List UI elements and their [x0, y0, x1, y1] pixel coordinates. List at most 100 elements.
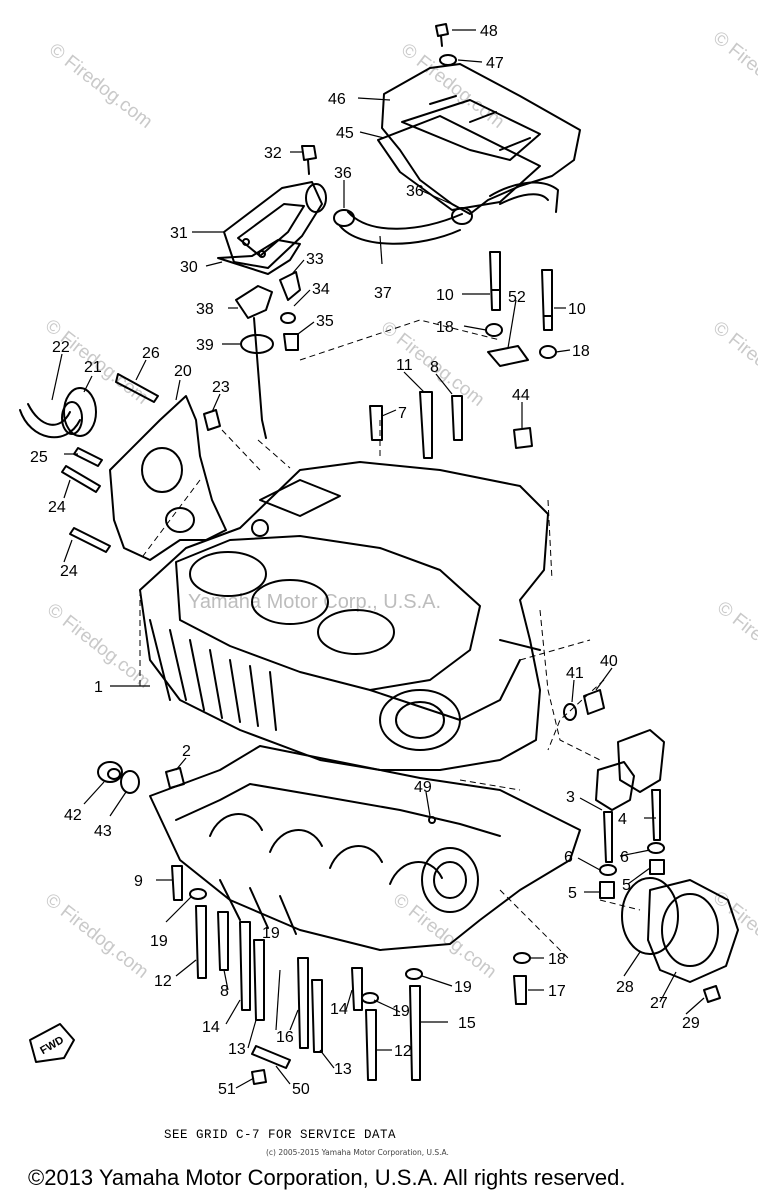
leader-lines: [51, 29, 705, 1089]
washer-47: [439, 54, 457, 66]
callout-19-left: 19: [150, 933, 168, 950]
bolt-48: [435, 23, 449, 47]
bolt-35: [283, 333, 299, 351]
callout-14-left: 14: [202, 1019, 220, 1036]
callout-47: 47: [486, 55, 504, 72]
callout-31: 31: [170, 225, 188, 242]
nut-5-right: [649, 859, 665, 875]
washer-18-left: [485, 323, 503, 337]
bolt-9: [171, 865, 183, 901]
washer-34: [280, 312, 296, 324]
dowel-50: [251, 1045, 291, 1069]
fwd-label: FWD: [38, 1034, 66, 1057]
callout-34: 34: [312, 281, 330, 298]
bolt-26: [115, 373, 159, 403]
callout-43: 43: [94, 823, 112, 840]
callout-37: 37: [374, 285, 392, 302]
callout-41: 41: [566, 665, 584, 682]
callout-46: 46: [328, 91, 346, 108]
callout-8-bottom: 8: [220, 983, 229, 1000]
bolt-12-right: [365, 1009, 377, 1081]
callouts: 48 47 46 45 32 36 36 31 30 33 34 35 37 1…: [30, 23, 700, 1098]
fwd-arrow: [29, 1023, 75, 1063]
callout-9: 9: [134, 873, 143, 890]
callout-52: 52: [508, 289, 526, 306]
callout-18-bottom: 18: [548, 951, 566, 968]
callout-28: 28: [616, 979, 634, 996]
bolt-8-bottom: [217, 911, 229, 971]
callout-21: 21: [84, 359, 102, 376]
callout-2: 2: [182, 743, 191, 760]
cover-27: [647, 879, 739, 983]
callout-6-right: 6: [620, 849, 629, 866]
guide-lines: [139, 319, 641, 961]
lower-crankcase: [149, 745, 581, 951]
callout-5-left: 5: [568, 885, 577, 902]
callout-13-right: 13: [334, 1061, 352, 1078]
bolt-16: [297, 957, 309, 1049]
stud-10-left: [489, 251, 501, 311]
callout-15: 15: [458, 1015, 476, 1032]
callout-48: 48: [480, 23, 498, 40]
washer-6-right: [647, 842, 665, 854]
watermark-low-left: © Firedog.com: [41, 889, 152, 982]
watermark-mid-right: © Firedog.com: [709, 317, 758, 410]
bolt-29: [703, 985, 721, 1003]
washer-6-left: [599, 864, 617, 876]
callout-10-right: 10: [568, 301, 586, 318]
callout-26: 26: [142, 345, 160, 362]
watermark-top-left: © Firedog.com: [45, 39, 156, 132]
bolt-24-lower: [69, 527, 111, 553]
callout-5-right: 5: [622, 877, 631, 894]
washer-18-bottom: [513, 952, 531, 964]
watermark-right: © Firedog.com: [713, 597, 758, 690]
callout-42: 42: [64, 807, 82, 824]
callout-17: 17: [548, 983, 566, 1000]
callout-36-right: 36: [406, 183, 424, 200]
stud-3: [603, 811, 613, 863]
dowel-23: [203, 409, 221, 431]
washer-19-right: [405, 968, 423, 980]
watermark-low-center: © Firedog.com: [389, 889, 500, 982]
washer-19-left: [189, 888, 207, 900]
bearing-21: [61, 387, 97, 437]
callout-23: 23: [212, 379, 230, 396]
callout-30: 30: [180, 259, 198, 276]
bolt-24-upper: [61, 465, 101, 493]
clip-33: [279, 271, 301, 301]
bolt-13-left: [253, 939, 265, 1021]
callout-33: 33: [306, 251, 324, 268]
o-ring-28: [621, 877, 679, 955]
watermark-low-right: © Firedog.com: [709, 887, 758, 980]
callout-6-left: 6: [564, 849, 573, 866]
bearing-cap-lower: [595, 761, 635, 811]
bolt-14-right: [351, 967, 363, 1011]
callout-45: 45: [336, 125, 354, 142]
callout-12-left: 12: [154, 973, 172, 990]
switch-40: [583, 689, 605, 715]
callout-50: 50: [292, 1081, 310, 1098]
callout-51: 51: [218, 1081, 236, 1098]
stud-10-right: [541, 269, 553, 331]
washer-41: [563, 703, 577, 721]
washer-19-mid: [361, 992, 379, 1004]
cover-gasket: [377, 115, 541, 211]
retainer-22: [19, 403, 81, 439]
stud-4: [651, 789, 661, 841]
watermark-top-right: © Firedog.com: [709, 27, 758, 120]
bolt-12-left: [195, 905, 207, 979]
callout-13-left: 13: [228, 1041, 246, 1058]
callout-40: 40: [600, 653, 618, 670]
bolt-8-top: [451, 395, 463, 441]
plug-42: [97, 761, 123, 783]
copyright-line: ©2013 Yamaha Motor Corporation, U.S.A. A…: [28, 1165, 626, 1190]
o-ring-43: [120, 770, 140, 794]
callout-8-top: 8: [430, 359, 439, 376]
callout-14-right: 14: [330, 1001, 348, 1018]
bolt-11: [419, 391, 433, 459]
bolt-14-left: [239, 921, 251, 1011]
callout-19-mid: 19: [392, 1003, 410, 1020]
callout-18-right: 18: [572, 343, 590, 360]
callout-32: 32: [264, 145, 282, 162]
